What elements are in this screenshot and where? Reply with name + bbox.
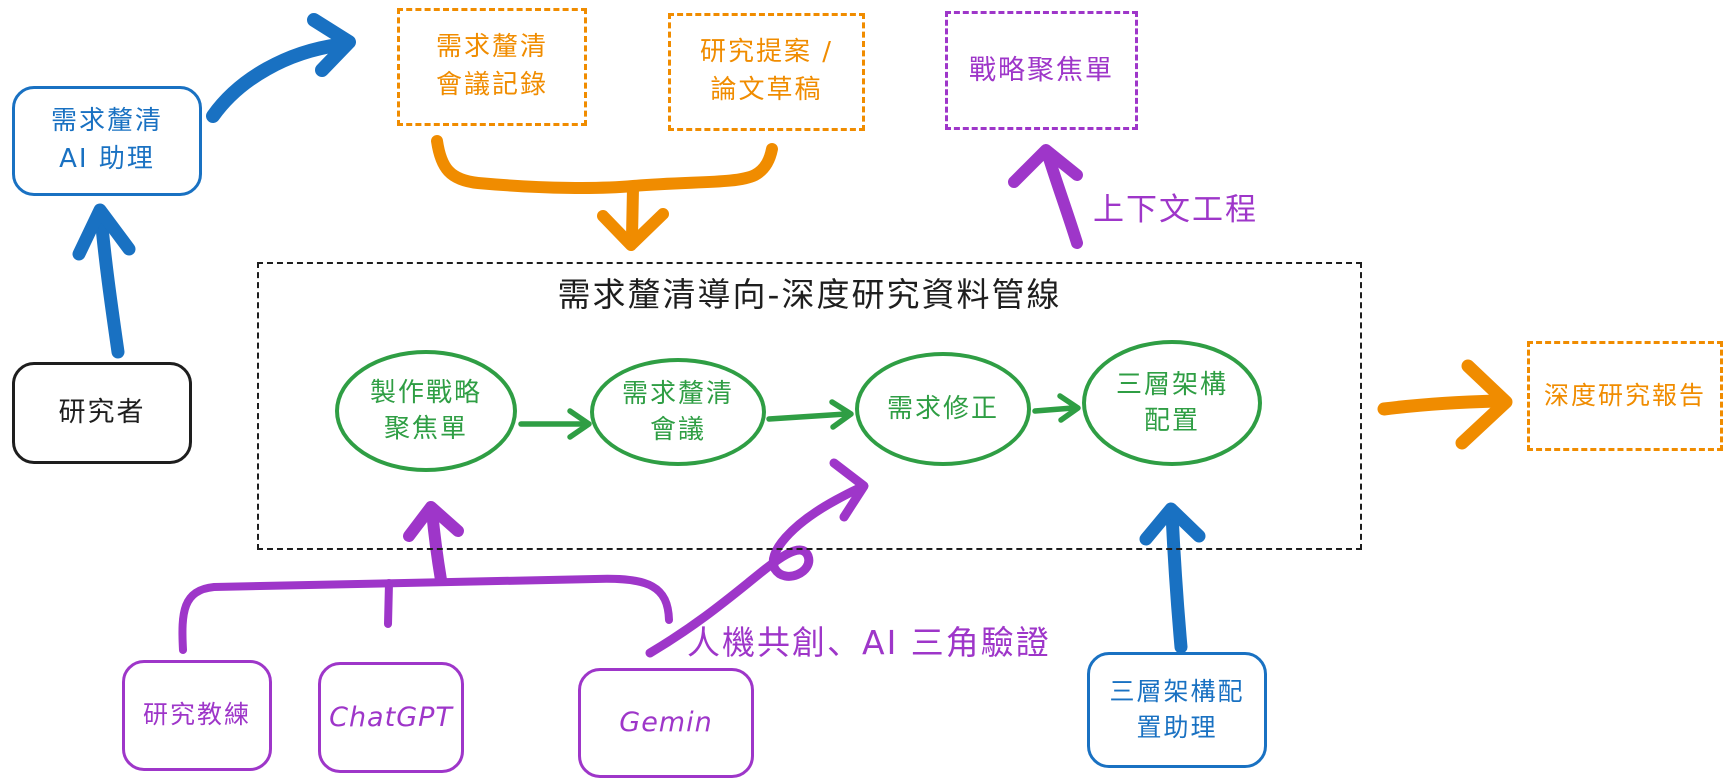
- node-label: 論文草稿: [710, 75, 823, 105]
- step-label: 配置: [1143, 406, 1200, 436]
- node-proposal-draft: 研究提案 / 論文草稿: [668, 13, 865, 131]
- step-label: 聚焦單: [383, 414, 468, 444]
- arrow-pipeline-to-strategy-sheet: [1008, 144, 1083, 249]
- pipeline-title: 需求釐清導向-深度研究資料管線: [557, 275, 1062, 314]
- node-meeting-notes: 需求釐清 會議記錄: [397, 8, 587, 126]
- annotation-context-engineering: 上下文工程: [1093, 192, 1258, 228]
- node-deep-research-report: 深度研究報告: [1527, 341, 1723, 451]
- step-label: 三層架構: [1115, 369, 1228, 400]
- step-label: 需求修正: [886, 393, 999, 424]
- node-label: 需求釐清: [435, 32, 548, 63]
- node-label: AI 助理: [59, 144, 155, 174]
- node-label: 需求釐清: [50, 106, 163, 137]
- node-label: 會議記錄: [435, 70, 548, 100]
- pipeline-container: 需求釐清導向-深度研究資料管線: [257, 262, 1362, 550]
- node-label: 三層架構配: [1109, 676, 1245, 706]
- node-label: 深度研究報告: [1543, 380, 1706, 410]
- node-label: 戰略聚焦單: [969, 54, 1114, 86]
- step-label: 會議: [649, 415, 706, 445]
- node-requirement-ai-assistant: 需求釐清 AI 助理: [12, 86, 202, 196]
- step-three-tier: 三層架構 配置: [1082, 340, 1262, 466]
- node-label: 研究教練: [142, 700, 251, 730]
- node-label: 置助理: [1136, 713, 1218, 742]
- step-make-focus-sheet: 製作戰略 聚焦單: [335, 350, 517, 472]
- step-label: 需求釐清: [621, 378, 734, 409]
- node-three-tier-assistant: 三層架構配 置助理: [1087, 652, 1267, 768]
- arrow-assistant-to-notes: [206, 13, 356, 123]
- annotation-human-ai-cocreation: 人機共創、AI 三角驗證: [687, 623, 1051, 662]
- step-revise: 需求修正: [855, 352, 1031, 466]
- connector-ai-tools-bracket: [178, 574, 673, 654]
- step-clarify-meeting: 需求釐清 會議: [590, 358, 766, 466]
- connector-notes-proposal-merge: [431, 135, 778, 194]
- arrow-researcher-to-assistant: [72, 203, 136, 359]
- node-label: Gemin: [619, 707, 713, 739]
- node-strategy-focus-sheet: 戰略聚焦單: [945, 11, 1138, 130]
- arrow-pipeline-to-report: [1377, 359, 1513, 450]
- node-label: ChatGPT: [329, 701, 453, 733]
- node-gemin: Gemin: [578, 668, 754, 778]
- step-label: 製作戰略: [369, 377, 482, 408]
- arrow-merge-to-pipeline: [597, 182, 669, 251]
- node-research-coach: 研究教練: [122, 660, 272, 771]
- node-chatgpt: ChatGPT: [318, 662, 464, 773]
- node-label: 研究提案 /: [699, 37, 834, 68]
- node-label: 研究者: [58, 397, 146, 429]
- node-researcher: 研究者: [12, 362, 192, 464]
